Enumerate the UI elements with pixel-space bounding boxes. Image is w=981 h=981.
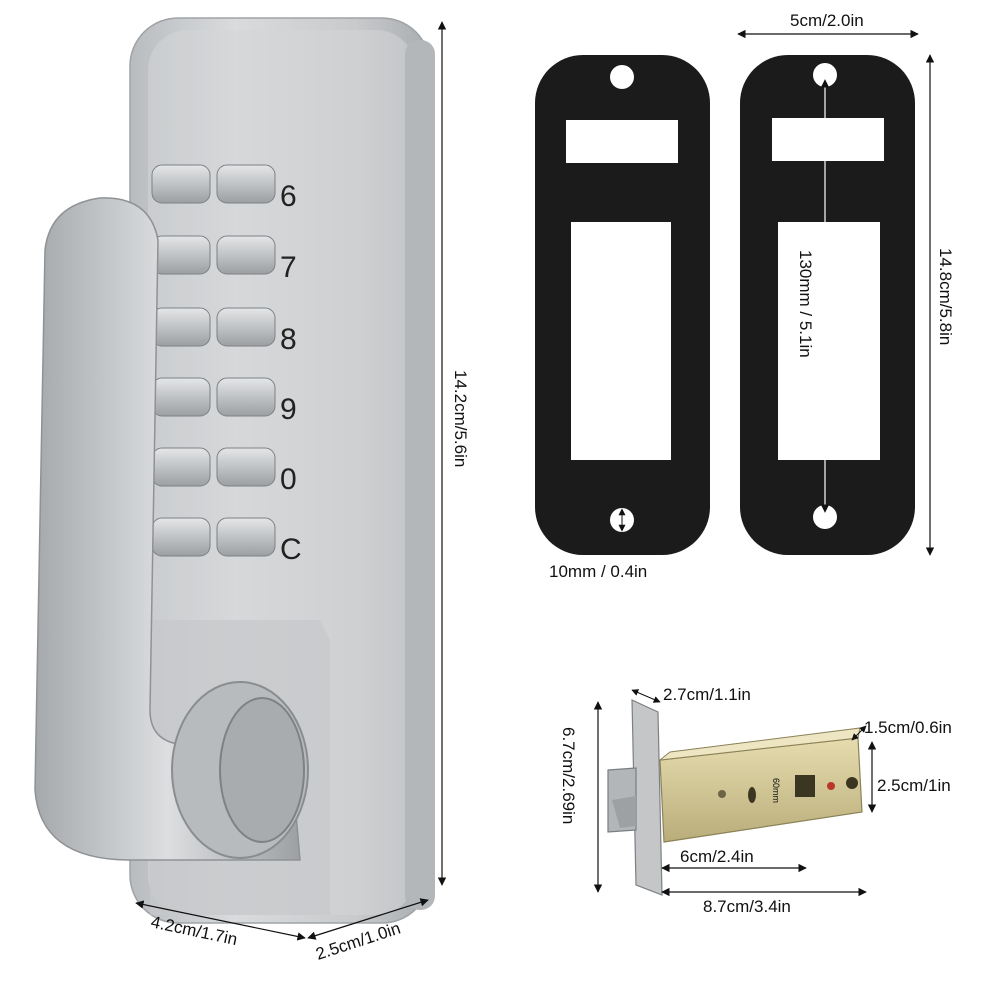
gasket-height-label: 14.8cm/5.8in [936,248,955,345]
key-left[interactable] [151,164,211,204]
key-digit: 0 [280,463,297,496]
key-right[interactable] [216,235,276,275]
gasket-width-label: 5cm/2.0in [790,11,864,30]
key-digit: C [280,533,302,566]
hole-spacing-label: 130mm / 5.1in [796,250,815,358]
gasket-hole-top [813,63,837,87]
key-left[interactable] [151,235,211,275]
latch-end-label: 1.5cm/0.6in [864,718,952,737]
gasket-hole-bottom [813,505,837,529]
latch-end-line [851,725,867,741]
keypad-lock: 6 7 8 9 0 [34,17,470,964]
latch-height-label: 6.7cm/2.69in [559,727,578,824]
latch-hole [718,790,726,798]
key-digit: 6 [280,180,297,213]
gasket-right [740,55,915,555]
gasket-slot [772,118,884,161]
mortise-latch: 60mm 2.7cm/1.1in 6.7cm/2.69in 1.5cm/0.6i… [559,685,952,916]
key-right[interactable] [216,447,276,487]
key-right[interactable] [216,307,276,347]
key-right[interactable] [216,377,276,417]
key-left[interactable] [151,377,211,417]
handle-shape [34,197,301,861]
key-row-1: 6 [151,164,297,213]
latch-hole [827,782,835,790]
lock-side [405,40,435,910]
key-left[interactable] [151,307,211,347]
gasket-window [778,222,880,460]
key-right[interactable] [216,517,276,557]
keypad: 6 7 8 9 0 [151,164,302,566]
handle-hub-inner [219,697,305,843]
latch-stamp: 60mm [771,778,781,803]
hole-size-label: 10mm / 0.4in [549,562,647,581]
lock-depth-label: 2.5cm/1.0in [313,919,402,964]
latch-hole [846,777,858,789]
key-left[interactable] [151,447,211,487]
latch-bolt-tip [612,796,636,828]
lock-depth-line [307,898,429,940]
latch-slot [748,787,756,803]
faceplate-width-line [631,689,661,703]
lock-height-label: 14.2cm/5.6in [451,370,470,467]
backset-label: 6cm/2.4in [680,847,754,866]
gasket-window [571,222,671,460]
gasket-hole-top [610,65,634,89]
key-digit: 7 [280,251,297,284]
lock-width-line [135,900,306,941]
gasket-pair: 5cm/2.0in 14.8cm/5.8in 130mm / 5.1in 10m… [535,11,955,581]
key-row-2: 7 [151,235,297,284]
key-row-4: 9 [151,377,297,426]
gasket-slot [566,120,678,163]
gasket-left [535,55,710,555]
key-digit: 8 [280,323,297,356]
key-row-6: C [151,517,302,566]
lever-handle[interactable] [34,195,309,861]
latch-length-label: 8.7cm/3.4in [703,897,791,916]
key-right[interactable] [216,164,276,204]
faceplate-width-label: 2.7cm/1.1in [663,685,751,704]
key-row-3: 8 [151,307,297,356]
latch-body-height-label: 2.5cm/1in [877,776,951,795]
key-left[interactable] [151,517,211,557]
latch-spindle-hole [795,775,815,797]
key-digit: 9 [280,393,297,426]
